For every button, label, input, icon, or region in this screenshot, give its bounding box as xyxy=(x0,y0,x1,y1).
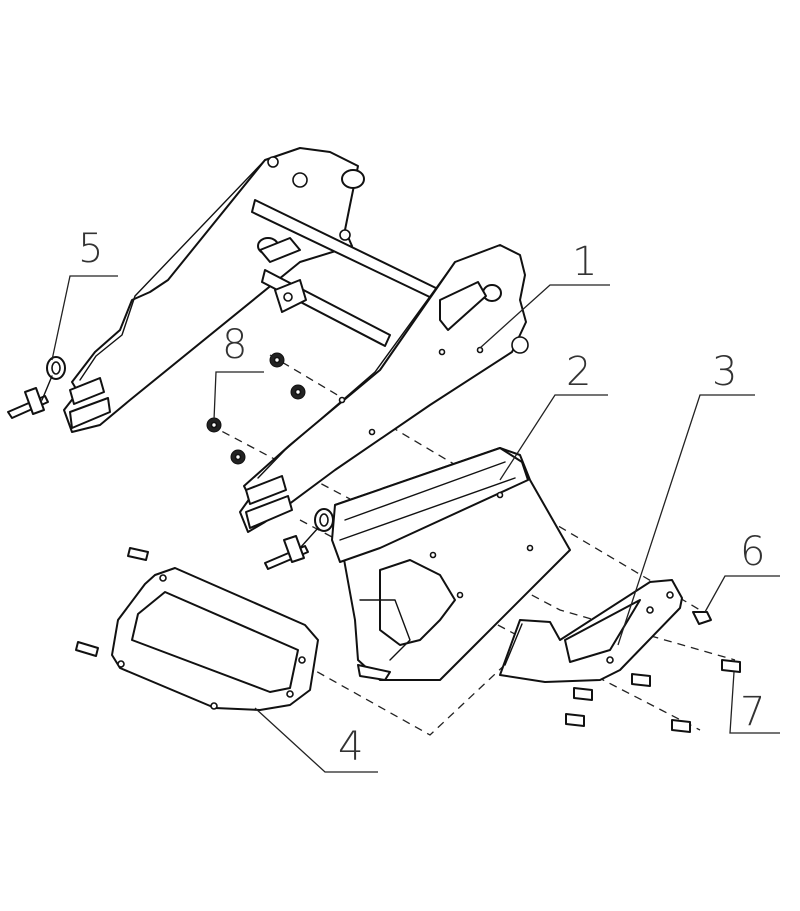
lock-pin-left xyxy=(7,356,66,419)
leader-lines xyxy=(51,275,780,773)
callout-6: 6 xyxy=(740,529,765,575)
nuts xyxy=(206,352,306,465)
bracket xyxy=(499,579,683,683)
callout-2: 2 xyxy=(566,349,591,395)
main-frame xyxy=(63,147,529,533)
bolts xyxy=(75,547,741,733)
callout-7: 7 xyxy=(740,689,765,735)
callout-3: 3 xyxy=(712,349,737,395)
lock-pin-right xyxy=(264,508,334,570)
assembly-dashed-lines xyxy=(209,354,736,736)
housing-guard xyxy=(331,447,571,681)
callout-4: 4 xyxy=(338,724,363,770)
guard-plate xyxy=(111,567,319,711)
callout-1: 1 xyxy=(572,239,597,285)
callout-8: 8 xyxy=(222,322,247,368)
callout-5: 5 xyxy=(78,226,103,272)
